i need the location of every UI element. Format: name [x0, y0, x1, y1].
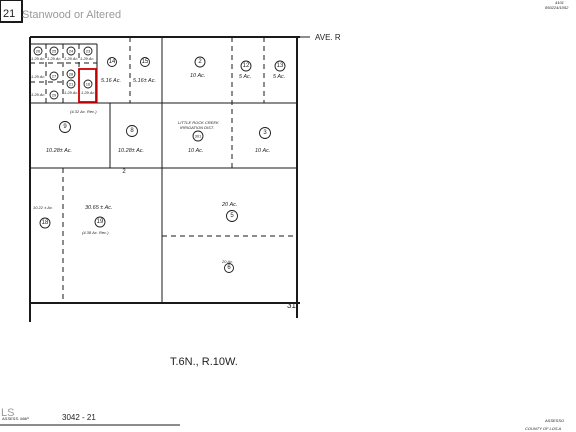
svg-text:2: 2	[198, 59, 202, 65]
svg-text:8: 8	[130, 128, 134, 134]
footer-assessor: ASSESSO	[544, 418, 564, 423]
svg-text:28: 28	[69, 72, 74, 77]
parcel-2[interactable]: 2 10 Ac.	[190, 56, 206, 79]
small-lot-29[interactable]: 29 1.29 Ac.	[31, 90, 59, 100]
svg-text:16: 16	[86, 82, 91, 87]
svg-text:25: 25	[52, 49, 57, 54]
svg-text:301: 301	[195, 134, 202, 139]
svg-text:1.29 Ac.: 1.29 Ac.	[31, 56, 46, 61]
small-lot-16[interactable]: 16 1.29 Ac.	[81, 79, 96, 95]
small-lot-25[interactable]: 25 1.29 Ac.	[47, 46, 62, 61]
page-fragment: 21	[3, 8, 15, 20]
page-number-box	[0, 0, 23, 23]
svg-text:5.16± Ac.: 5.16± Ac.	[133, 78, 156, 84]
parcel-5[interactable]: 20 Ac. 5	[221, 202, 238, 222]
svg-text:10 Ac.: 10 Ac.	[255, 148, 270, 154]
parcel-19[interactable]: 30.65 ± Ac. 19 (4.38 Ac. Rec.)	[82, 205, 113, 235]
svg-text:30.65 ± Ac.: 30.65 ± Ac.	[85, 205, 113, 211]
footer-fragment: LS	[1, 407, 14, 419]
parcel-15[interactable]: 15 5.16± Ac.	[133, 57, 156, 85]
section-number-31: 31	[287, 301, 296, 310]
svg-text:3: 3	[263, 130, 267, 136]
watermark-text: Stanwood or Altered	[22, 9, 121, 21]
small-lot-23[interactable]: 23 1.29 Ac.	[80, 46, 95, 61]
parcel-13[interactable]: 13 5 Ac.	[273, 60, 286, 80]
svg-text:5 Ac.: 5 Ac.	[239, 74, 251, 80]
parcel-3[interactable]: 3 10 Ac.	[255, 127, 271, 155]
svg-text:29: 29	[52, 93, 57, 98]
svg-text:1.29 Ac.: 1.29 Ac.	[31, 74, 46, 79]
highlighted-parcel-outline[interactable]	[78, 68, 97, 103]
svg-text:5 Ac.: 5 Ac.	[273, 74, 285, 80]
svg-text:26: 26	[36, 49, 41, 54]
footer-sheet-number: 3042 - 21	[62, 413, 96, 422]
svg-text:12: 12	[243, 63, 250, 69]
parcel-12[interactable]: 12 5 Ac.	[239, 60, 252, 80]
svg-text:27: 27	[52, 74, 57, 79]
svg-text:20 Ac.: 20 Ac.	[221, 202, 237, 208]
svg-text:IRRIGATION DIST.: IRRIGATION DIST.	[180, 125, 214, 130]
svg-text:15: 15	[142, 59, 149, 65]
parcel-8[interactable]: 8 10.28± Ac.	[118, 125, 144, 155]
small-lot-26[interactable]: 26 1.29 Ac.	[31, 46, 46, 61]
svg-text:23: 23	[86, 49, 91, 54]
parcel-301[interactable]: LITTLE ROCK CREEK IRRIGATION DIST. 301 1…	[178, 120, 219, 154]
small-lot-28[interactable]: 28	[66, 69, 76, 79]
svg-text:20 Ac.: 20 Ac.	[221, 259, 233, 264]
svg-text:5: 5	[230, 213, 234, 219]
svg-text:1.29 Ac.: 1.29 Ac.	[64, 90, 79, 95]
svg-text:10 Ac.: 10 Ac.	[188, 148, 203, 154]
recorded-area-note: (4.32 Ac. Rec.)	[70, 109, 97, 114]
svg-text:LITTLE ROCK CREEK: LITTLE ROCK CREEK	[178, 120, 219, 125]
svg-text:1.29 Ac.: 1.29 Ac.	[81, 90, 96, 95]
parcel-18[interactable]: 10.22 ± Ac. 18	[33, 205, 53, 229]
map-code-bottom: 850224/1052	[545, 5, 569, 10]
township-range-label: T.6N., R.10W.	[170, 356, 238, 368]
svg-text:5.16 Ac.: 5.16 Ac.	[101, 78, 121, 84]
svg-text:13: 13	[277, 63, 284, 69]
small-lot-27[interactable]: 27 1.29 Ac.	[31, 71, 59, 81]
svg-text:1.29 Ac.: 1.29 Ac.	[47, 56, 62, 61]
svg-text:14: 14	[109, 59, 116, 65]
svg-text:(4.38 Ac. Rec.): (4.38 Ac. Rec.)	[82, 230, 109, 235]
svg-text:18: 18	[42, 220, 49, 226]
footer-county: COUNTY OF LOS A	[525, 426, 561, 431]
small-lot-24[interactable]: 24 1.29 Ac.	[64, 46, 79, 61]
svg-text:10.28± Ac.: 10.28± Ac.	[46, 148, 72, 154]
small-lot-21[interactable]: 21 1.29 Ac.	[64, 79, 79, 95]
svg-text:9: 9	[63, 124, 67, 130]
parcel-9[interactable]: 9 10.28± Ac.	[46, 121, 72, 155]
parcel-6[interactable]: 20 Ac. 6	[221, 259, 234, 273]
svg-text:10.28± Ac.: 10.28± Ac.	[118, 148, 144, 154]
svg-text:24: 24	[69, 49, 74, 54]
footer-assessor-map-label: ASSESS. MAP	[1, 416, 29, 421]
svg-text:1.29 Ac.: 1.29 Ac.	[80, 56, 95, 61]
section-number-2: 2	[122, 169, 126, 175]
svg-text:6: 6	[227, 265, 231, 271]
svg-text:19: 19	[97, 219, 104, 225]
svg-text:10.22 ± Ac.: 10.22 ± Ac.	[33, 205, 53, 210]
svg-text:10 Ac.: 10 Ac.	[190, 73, 205, 79]
map-code-top: 4101	[555, 0, 564, 5]
svg-text:1.29 Ac.: 1.29 Ac.	[31, 92, 46, 97]
svg-text:21: 21	[69, 82, 74, 87]
svg-text:1.29 Ac.: 1.29 Ac.	[64, 56, 79, 61]
parcel-14[interactable]: 14 5.16 Ac.	[101, 57, 121, 85]
street-label: AVE. R	[315, 33, 341, 42]
